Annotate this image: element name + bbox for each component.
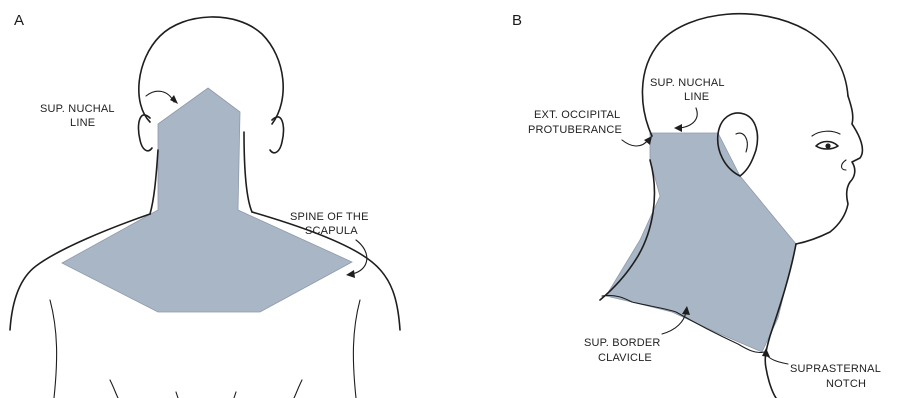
panel-b: B SUP. NUCHAL LINE EXT. OCCIPITAL PRO xyxy=(512,12,884,398)
panel-a-neck-right xyxy=(244,132,252,212)
panel-b-arrowhead-sup-nuchal xyxy=(674,124,682,132)
panel-b-brow xyxy=(812,131,840,136)
panel-b-pupil xyxy=(825,143,830,148)
panel-a-back-mark-3 xyxy=(176,392,178,398)
panel-a-label-sup-nuchal-line: SUP. NUCHAL LINE xyxy=(40,103,118,129)
panel-a-back-mark-4 xyxy=(234,392,236,398)
panel-a-arrowhead-spine-scapula xyxy=(346,270,355,278)
panel-a-letter: A xyxy=(14,12,24,29)
panel-a-back-mark-1 xyxy=(110,380,118,398)
panel-a-neck-left xyxy=(150,150,158,214)
panel-a-left-arm-line xyxy=(50,300,57,398)
panel-b-letter: B xyxy=(512,12,522,29)
panel-a-left-ear xyxy=(138,115,152,151)
panel-b-label-ext-occipital-protuberance: EXT. OCCIPITAL PROTUBERANCE xyxy=(528,109,623,136)
panel-a-right-arm-line xyxy=(353,300,360,398)
panel-b-leader-sup-nuchal xyxy=(680,108,697,128)
panel-b-skull-outline xyxy=(642,14,848,136)
panel-a-shaded-region xyxy=(62,88,352,312)
panel-b-shaded-region xyxy=(606,133,796,352)
panel-b-leader-ext-occipital xyxy=(622,140,648,146)
panel-a-arrowhead-sup-nuchal xyxy=(170,95,178,104)
panel-a-leader-sup-nuchal xyxy=(146,91,174,102)
panel-a: A SUP. NUCHAL LINE SPINE OF THE SCAPULA xyxy=(10,12,400,398)
panel-b-label-sup-nuchal-line: SUP. NUCHAL LINE xyxy=(650,77,728,103)
panel-b-label-sup-border-clavicle: SUP. BORDER CLAVICLE xyxy=(584,337,664,364)
panel-a-right-ear xyxy=(270,117,284,153)
panel-a-label-spine-of-scapula: SPINE OF THE SCAPULA xyxy=(290,211,372,237)
panel-b-face-profile xyxy=(796,96,862,244)
panel-b-nostril xyxy=(842,160,847,170)
panel-b-ear-inner xyxy=(736,133,747,152)
panel-a-back-mark-2 xyxy=(294,380,302,398)
panel-b-label-suprasternal-notch: SUPRASTERNAL NOTCH xyxy=(790,363,884,390)
